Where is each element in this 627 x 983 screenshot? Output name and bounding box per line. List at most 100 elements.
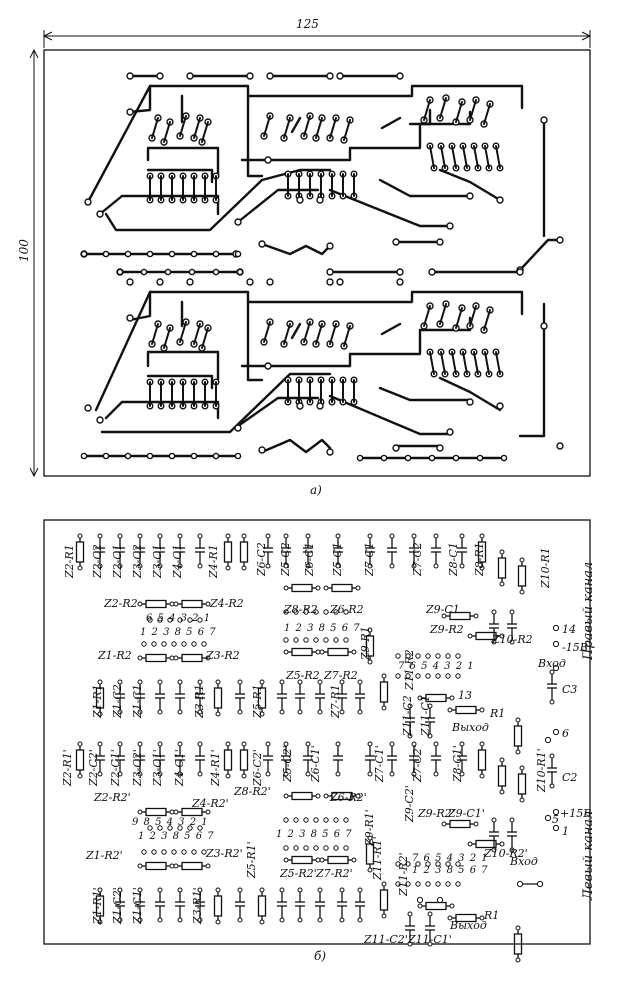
pcb-upper-channel — [82, 74, 562, 274]
power-pin — [544, 814, 552, 822]
pin-dot — [137, 863, 143, 869]
pcb-pad — [452, 454, 460, 462]
pcb-lead — [483, 309, 491, 331]
pin-dot — [237, 917, 243, 923]
pin-dot — [407, 703, 413, 709]
pin-dot — [97, 533, 103, 539]
pcb-pad — [266, 278, 274, 286]
pcb-pad — [466, 398, 474, 406]
pin-dot — [367, 835, 373, 841]
label-z1-r1: Z1-R1 — [91, 684, 104, 718]
label-z6-c1-p: Z6-C1' — [309, 745, 322, 782]
label-z5-c2-p: Z5-C2' — [281, 745, 294, 782]
pcb-lead — [179, 321, 187, 343]
pin-dot — [197, 709, 203, 715]
label-z11-c2-p: Z11-C2' — [364, 933, 408, 946]
pcb-pad — [516, 268, 524, 276]
pcb-pad — [556, 236, 564, 244]
label-z7-r2: Z7-R2 — [324, 669, 358, 682]
pcb-lead — [469, 99, 477, 121]
resistor-body — [213, 687, 223, 709]
pin-dot — [177, 563, 183, 569]
pcb-pad — [296, 402, 304, 410]
pin-dot — [297, 709, 303, 715]
pin-dot — [97, 679, 103, 685]
ic-pin — [167, 617, 173, 623]
pin-dot — [279, 679, 285, 685]
pcb-pad — [336, 72, 344, 80]
pin-dot — [509, 609, 515, 615]
resistor-body — [291, 855, 313, 865]
ic-pin — [425, 673, 431, 679]
label-z3-r1: Z3-R1 — [193, 684, 206, 718]
pcb-pad — [212, 452, 220, 460]
pin-dot — [459, 741, 465, 747]
label-z10-r1: Z10-R1 — [539, 547, 552, 588]
label-p15v-neg: -15В — [562, 641, 588, 654]
ic-pin — [405, 653, 411, 659]
label-z3-r2: Z3-R2 — [206, 649, 240, 662]
pin-dot — [323, 793, 329, 799]
pin-dot — [519, 765, 525, 771]
pcb-pad — [126, 314, 134, 322]
pin-dot — [473, 613, 479, 619]
pcb-lead — [303, 321, 311, 343]
ic-pin — [455, 881, 461, 887]
pcb-lead — [343, 325, 351, 347]
pin-dot — [305, 771, 311, 777]
pins-row-lower-d: 7 6 5 4 3 2 1 — [412, 853, 489, 864]
pin-dot — [197, 563, 203, 569]
ic-pin — [313, 609, 319, 615]
pin-dot — [169, 809, 175, 815]
label-z7-c2: Z7-C2 — [411, 542, 424, 576]
pcb-pad — [80, 250, 88, 258]
pin-dot — [137, 809, 143, 815]
ic-pin — [435, 653, 441, 659]
pcb-pad — [84, 198, 92, 206]
ic-pin — [333, 845, 339, 851]
label-p15v-pos: +15В — [560, 807, 592, 820]
pcb-lead — [163, 121, 171, 143]
pin-dot — [177, 917, 183, 923]
ic-pin — [147, 825, 153, 831]
pin-dot — [335, 771, 341, 777]
pin-dot — [77, 533, 83, 539]
pin-dot — [137, 887, 143, 893]
pin-dot — [173, 809, 179, 815]
pin-dot — [197, 887, 203, 893]
pin-dot — [417, 695, 423, 701]
pcb-pad — [396, 278, 404, 286]
pin-dot — [97, 919, 103, 925]
pin-dot — [339, 709, 345, 715]
label-z5-r1: Z5-R1 — [251, 684, 264, 718]
pin-dot — [157, 563, 163, 569]
ic-pin — [323, 609, 329, 615]
resistor-body — [379, 681, 389, 703]
label-z1-c2-p: Z1-C2' — [111, 887, 124, 924]
pcb-lead — [462, 145, 468, 169]
pin-dot — [265, 741, 271, 747]
pin-dot — [197, 771, 203, 777]
power-pin — [536, 880, 544, 888]
label-z8-r2-p: Z8-R2' — [234, 785, 271, 798]
pin-dot — [315, 793, 321, 799]
ic-pin — [151, 849, 157, 855]
pcb-lead — [179, 115, 187, 137]
pcb-pad — [102, 250, 110, 258]
pcb-pad — [496, 196, 504, 204]
label-z3-c1: Z3-C1 — [151, 544, 164, 578]
ic-pin — [157, 617, 163, 623]
pcb-pad — [264, 362, 272, 370]
power-pin — [552, 640, 560, 648]
pin-dot — [177, 887, 183, 893]
label-z7-c1-p: Z7-C1' — [373, 745, 386, 782]
resistor-body — [517, 773, 527, 795]
ic-pin — [323, 817, 329, 823]
pcb-pad — [168, 452, 176, 460]
pin-dot — [433, 533, 439, 539]
label-z11-r1-p: Z11-R1' — [371, 836, 384, 880]
pcb-lead — [201, 327, 209, 349]
pin-dot — [283, 533, 289, 539]
pcb-pad — [234, 250, 242, 258]
